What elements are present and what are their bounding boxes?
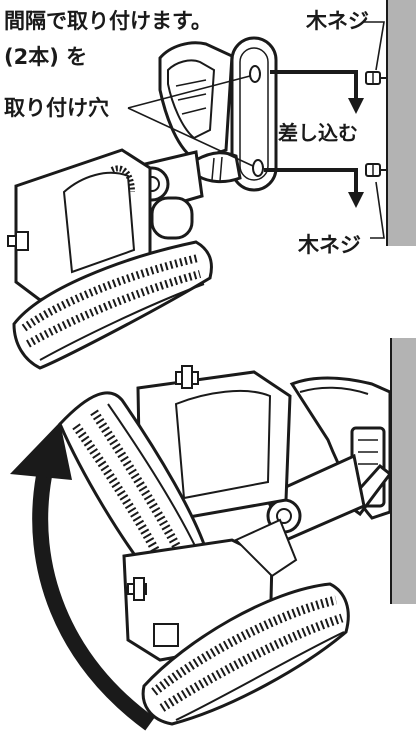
leader-line-hole-lower xyxy=(127,107,254,167)
mounting-hole-upper-icon xyxy=(249,65,261,83)
instruction-heading-line2: (2本) を xyxy=(4,45,88,69)
clamp-top xyxy=(158,36,278,192)
wood-screw-label-bottom: 木ネジ xyxy=(298,233,361,257)
fan-bottom-tilted xyxy=(58,365,292,590)
wood-screw-top-icon xyxy=(365,71,387,85)
wall-top xyxy=(387,0,416,246)
leader-line-screw-top xyxy=(363,21,385,71)
wall-bottom xyxy=(391,338,416,604)
insert-arrow-upper-icon xyxy=(270,70,364,114)
insert-label: 差し込む xyxy=(278,121,358,145)
wood-screw-bottom-icon xyxy=(365,163,387,177)
leader-line-screw-bottom xyxy=(370,181,385,239)
rotation-arrow-icon xyxy=(10,422,155,731)
instruction-heading-line1: 間隔で取り付けます。 xyxy=(4,9,212,33)
fan-bottom-lowered xyxy=(122,518,350,726)
leader-line-hole-upper xyxy=(127,75,251,109)
wood-screw-label-top: 木ネジ xyxy=(306,9,369,33)
mounting-holes-label: 取り付け穴 xyxy=(4,96,109,120)
fan-top xyxy=(7,148,213,370)
insert-arrow-lower-icon xyxy=(264,168,364,208)
clamp-bottom xyxy=(264,376,393,542)
mounting-hole-lower-icon xyxy=(252,159,264,177)
